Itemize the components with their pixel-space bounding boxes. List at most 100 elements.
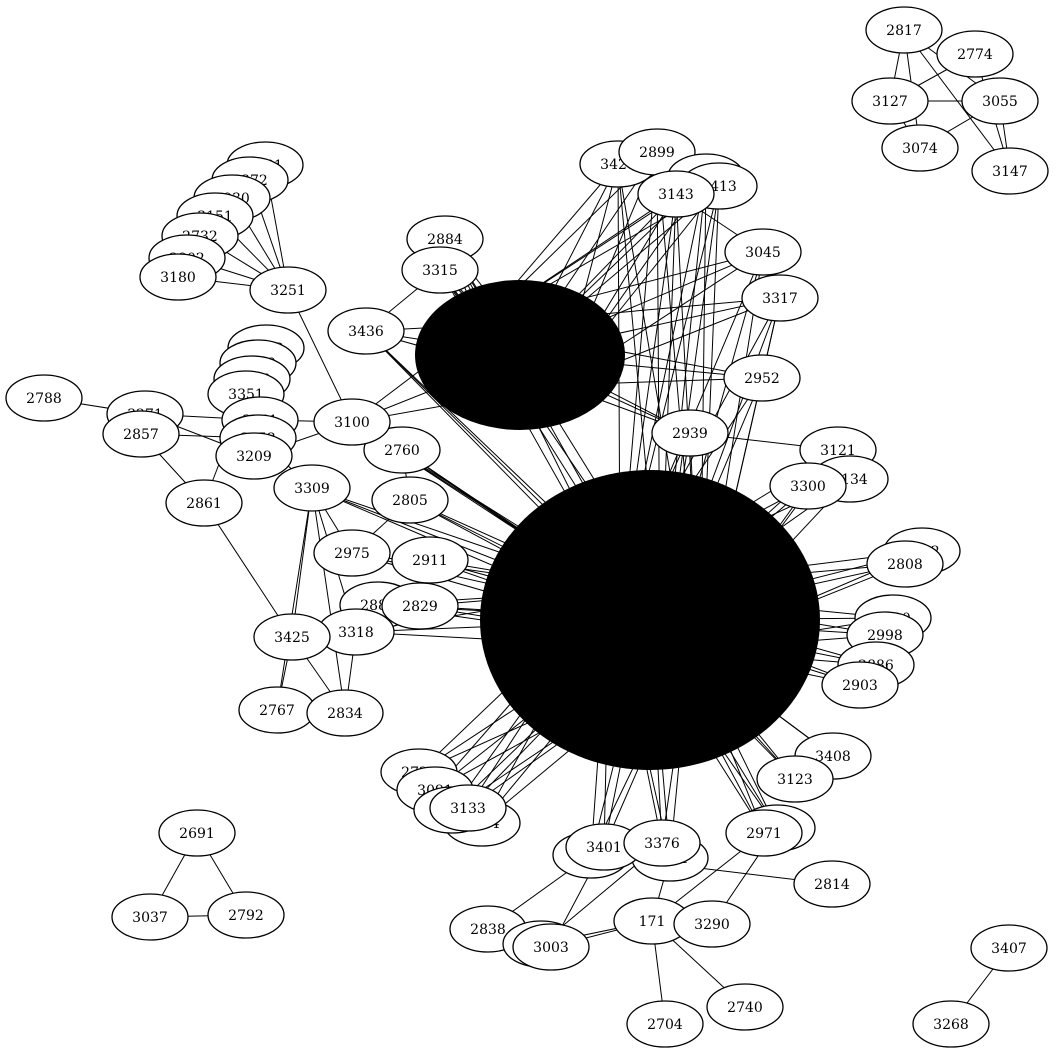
lower-dense-cluster <box>480 470 820 770</box>
node-label: 2760 <box>384 443 420 459</box>
graph-node-2814: 2814 <box>793 860 871 908</box>
graph-node-3100: 3100 <box>313 398 391 446</box>
graph-node-2975: 2975 <box>313 529 391 577</box>
node-label: 2808 <box>887 557 923 573</box>
node-ellipse <box>273 464 351 512</box>
node-ellipse <box>866 540 944 588</box>
graph-node-3147: 3147 <box>971 147 1049 195</box>
node-ellipse <box>371 476 449 524</box>
node-label: 3180 <box>160 270 196 286</box>
node-ellipse <box>741 274 819 322</box>
node-label: 2998 <box>867 628 903 644</box>
node-ellipse <box>207 891 285 939</box>
node-label: 3309 <box>294 481 330 497</box>
graph-node-3318: 3318 <box>317 608 395 656</box>
node-label: 2788 <box>26 391 62 407</box>
node-ellipse <box>769 462 847 510</box>
graph-node-3425: 3425 <box>253 613 331 661</box>
node-ellipse <box>912 1000 990 1048</box>
graph-node-2691: 2691 <box>158 809 236 857</box>
node-ellipse <box>626 1000 704 1048</box>
node-ellipse <box>327 307 405 355</box>
graph-node-3436: 3436 <box>327 307 405 355</box>
node-ellipse <box>961 77 1039 125</box>
node-label: 3127 <box>872 94 908 110</box>
node-label: 3290 <box>694 917 730 933</box>
upper-dense-cluster <box>415 280 625 430</box>
graph-node-3376: 3376 <box>623 819 701 867</box>
graph-node-2740: 2740 <box>706 983 784 1031</box>
graph-edge <box>291 487 313 638</box>
graph-node-3055: 3055 <box>961 77 1039 125</box>
node-ellipse <box>851 77 929 125</box>
node-label: 3055 <box>982 94 1018 110</box>
node-label: 3376 <box>644 836 680 852</box>
node-label: 2861 <box>186 496 222 512</box>
node-label: 3133 <box>450 801 486 817</box>
graph-node-3180: 3180 <box>139 253 217 301</box>
node-label: 3268 <box>933 1017 969 1033</box>
dense-cluster-layer <box>415 280 820 770</box>
node-label: 3315 <box>422 263 458 279</box>
graph-node-2788: 2788 <box>5 374 83 422</box>
graph-node-3290: 3290 <box>673 900 751 948</box>
node-label: 2805 <box>392 493 428 509</box>
node-ellipse <box>306 689 384 737</box>
graph-node-2971: 2971 <box>725 809 803 857</box>
node-ellipse <box>249 266 327 314</box>
node-ellipse <box>725 809 803 857</box>
node-ellipse <box>381 582 459 630</box>
node-label: 3147 <box>992 164 1028 180</box>
node-ellipse <box>111 893 189 941</box>
node-ellipse <box>5 374 83 422</box>
node-label: 2975 <box>334 546 370 562</box>
graph-node-2808: 2808 <box>866 540 944 588</box>
node-ellipse <box>651 409 729 457</box>
node-ellipse <box>165 479 243 527</box>
node-label: 2903 <box>842 678 878 694</box>
node-label: 2899 <box>639 145 675 161</box>
graph-node-2760: 2760 <box>363 426 441 474</box>
graph-node-3127: 3127 <box>851 77 929 125</box>
node-label: 3317 <box>762 291 798 307</box>
node-label: 3401 <box>586 840 622 856</box>
node-ellipse <box>936 30 1014 78</box>
node-label: 3425 <box>274 630 310 646</box>
node-ellipse <box>253 613 331 661</box>
node-label: 2884 <box>427 232 463 248</box>
node-label: 171 <box>639 914 666 930</box>
nodes-layer: 2817277431273055307431473131337229303151… <box>5 6 1049 1048</box>
node-ellipse <box>512 923 590 971</box>
graph-node-3143: 3143 <box>637 170 715 218</box>
node-label: 3074 <box>902 141 938 157</box>
node-label: 2691 <box>179 826 215 842</box>
graph-node-2903: 2903 <box>821 661 899 709</box>
graph-node-2857: 2857 <box>102 410 180 458</box>
node-label: 2971 <box>746 826 782 842</box>
node-ellipse <box>139 253 217 301</box>
node-label: 2704 <box>647 1017 683 1033</box>
graph-edge <box>276 487 313 711</box>
node-label: 2857 <box>123 427 159 443</box>
node-ellipse <box>970 924 1048 972</box>
graph-edge <box>311 487 346 714</box>
node-label: 3121 <box>820 443 856 459</box>
node-label: 3045 <box>745 245 781 261</box>
graph-node-3209: 3209 <box>215 432 293 480</box>
node-ellipse <box>881 124 959 172</box>
graph-edge <box>203 502 293 638</box>
node-ellipse <box>637 170 715 218</box>
node-label: 2774 <box>957 47 993 63</box>
graph-node-3074: 3074 <box>881 124 959 172</box>
node-label: 3300 <box>790 479 826 495</box>
node-label: 3143 <box>658 187 694 203</box>
node-label: 3436 <box>348 324 384 340</box>
node-label: 2834 <box>327 706 363 722</box>
node-ellipse <box>401 246 479 294</box>
node-ellipse <box>363 426 441 474</box>
graph-node-3133: 3133 <box>429 784 507 832</box>
node-label: 3003 <box>533 940 569 956</box>
node-ellipse <box>391 536 469 584</box>
node-label: 3407 <box>991 941 1027 957</box>
